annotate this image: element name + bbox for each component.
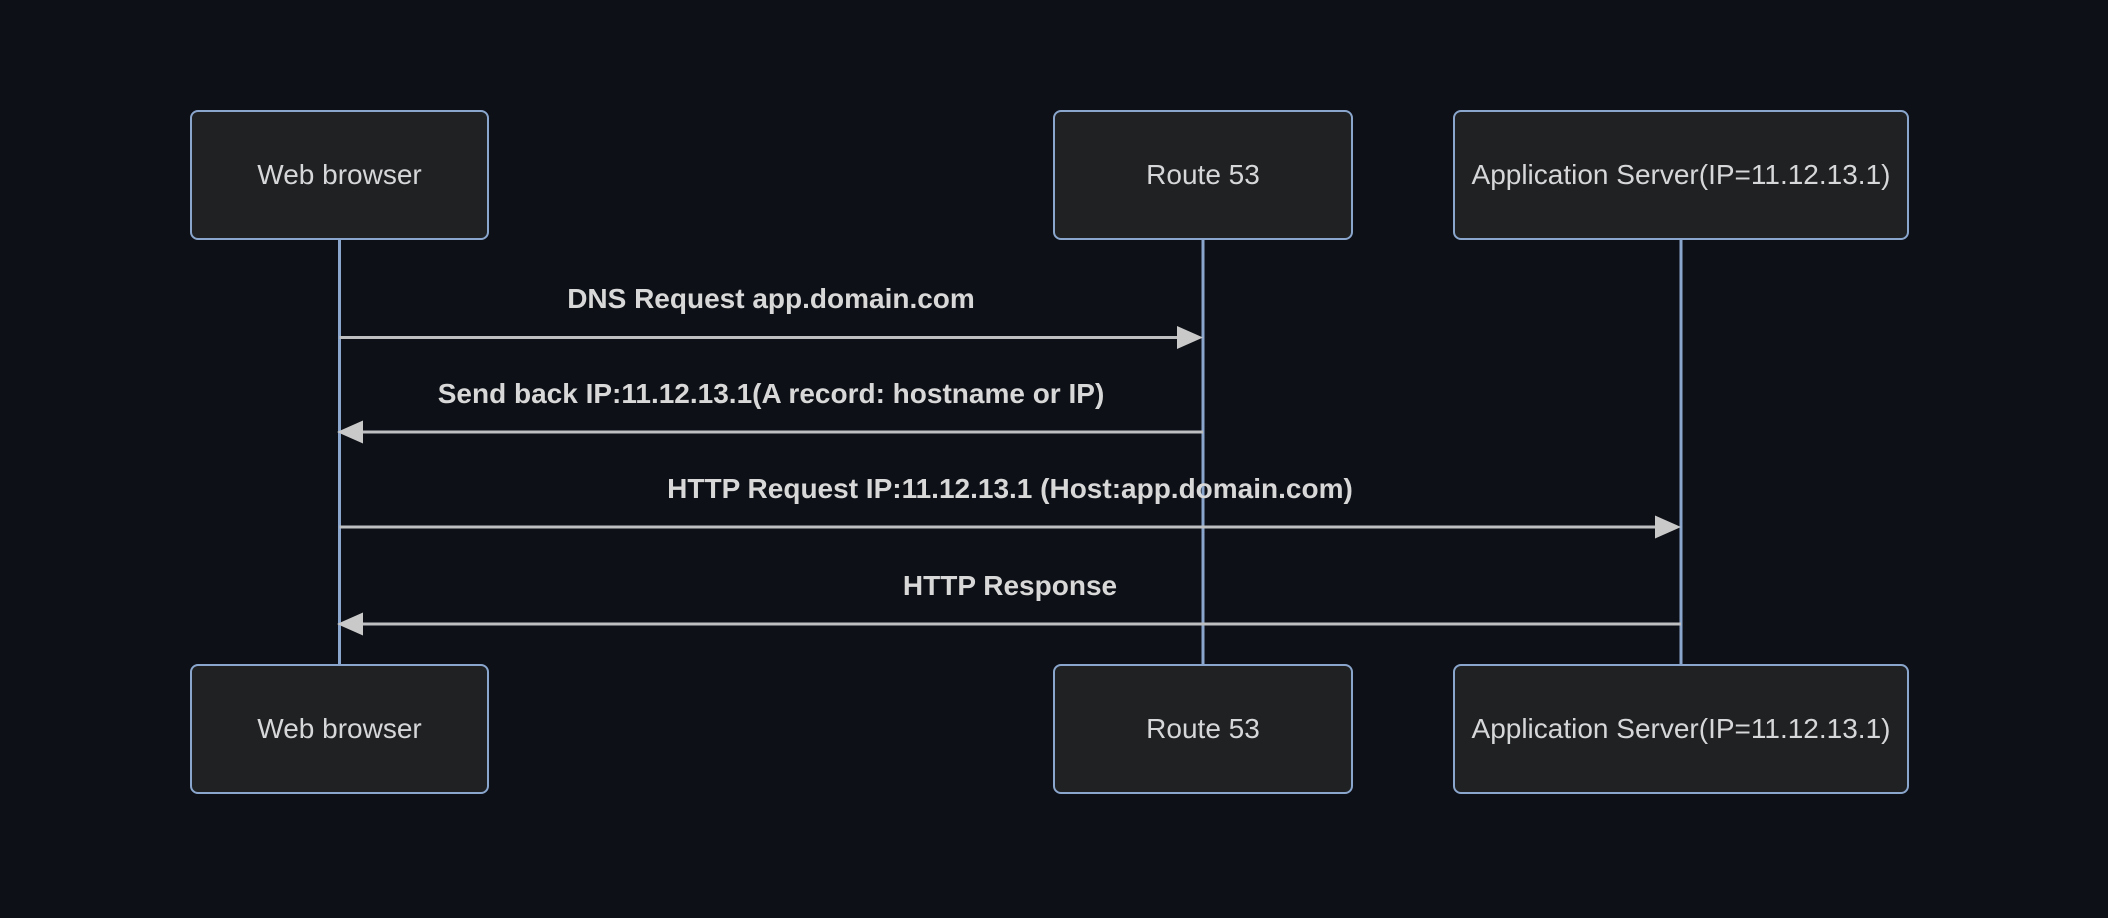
actor-box-route-53-bottom: Route 53 <box>1053 664 1353 794</box>
actor-box-web-browser-top: Web browser <box>190 110 489 240</box>
actor-label-application-server: Application Server(IP=11.12.13.1) <box>1471 159 1891 190</box>
actor-label-web-browser: Web browser <box>257 159 422 190</box>
actor-box-application-server-top: Application Server(IP=11.12.13.1) <box>1453 110 1909 240</box>
actor-label-route-53: Route 53 <box>1146 159 1260 190</box>
actor-label-web-browser: Web browser <box>257 713 422 744</box>
arrowhead-left-icon <box>337 612 363 636</box>
actor-box-web-browser-bottom: Web browser <box>190 664 489 794</box>
arrowhead-right-icon <box>1655 515 1681 539</box>
arrowhead-right-icon <box>1177 326 1203 349</box>
message-label-dns-request: DNS Request app.domain.com <box>567 283 975 314</box>
actor-label-application-server: Application Server(IP=11.12.13.1) <box>1471 713 1891 744</box>
message-label-send-back-ip: Send back IP:11.12.13.1(A record: hostna… <box>437 378 1105 409</box>
message-label-http-response: HTTP Response <box>902 570 1118 601</box>
actor-box-application-server-bottom: Application Server(IP=11.12.13.1) <box>1453 664 1909 794</box>
actor-label-route-53: Route 53 <box>1146 713 1260 744</box>
arrowhead-left-icon <box>337 420 363 444</box>
message-label-http-request: HTTP Request IP:11.12.13.1 (Host:app.dom… <box>667 473 1353 504</box>
actor-box-route-53-top: Route 53 <box>1053 110 1353 240</box>
